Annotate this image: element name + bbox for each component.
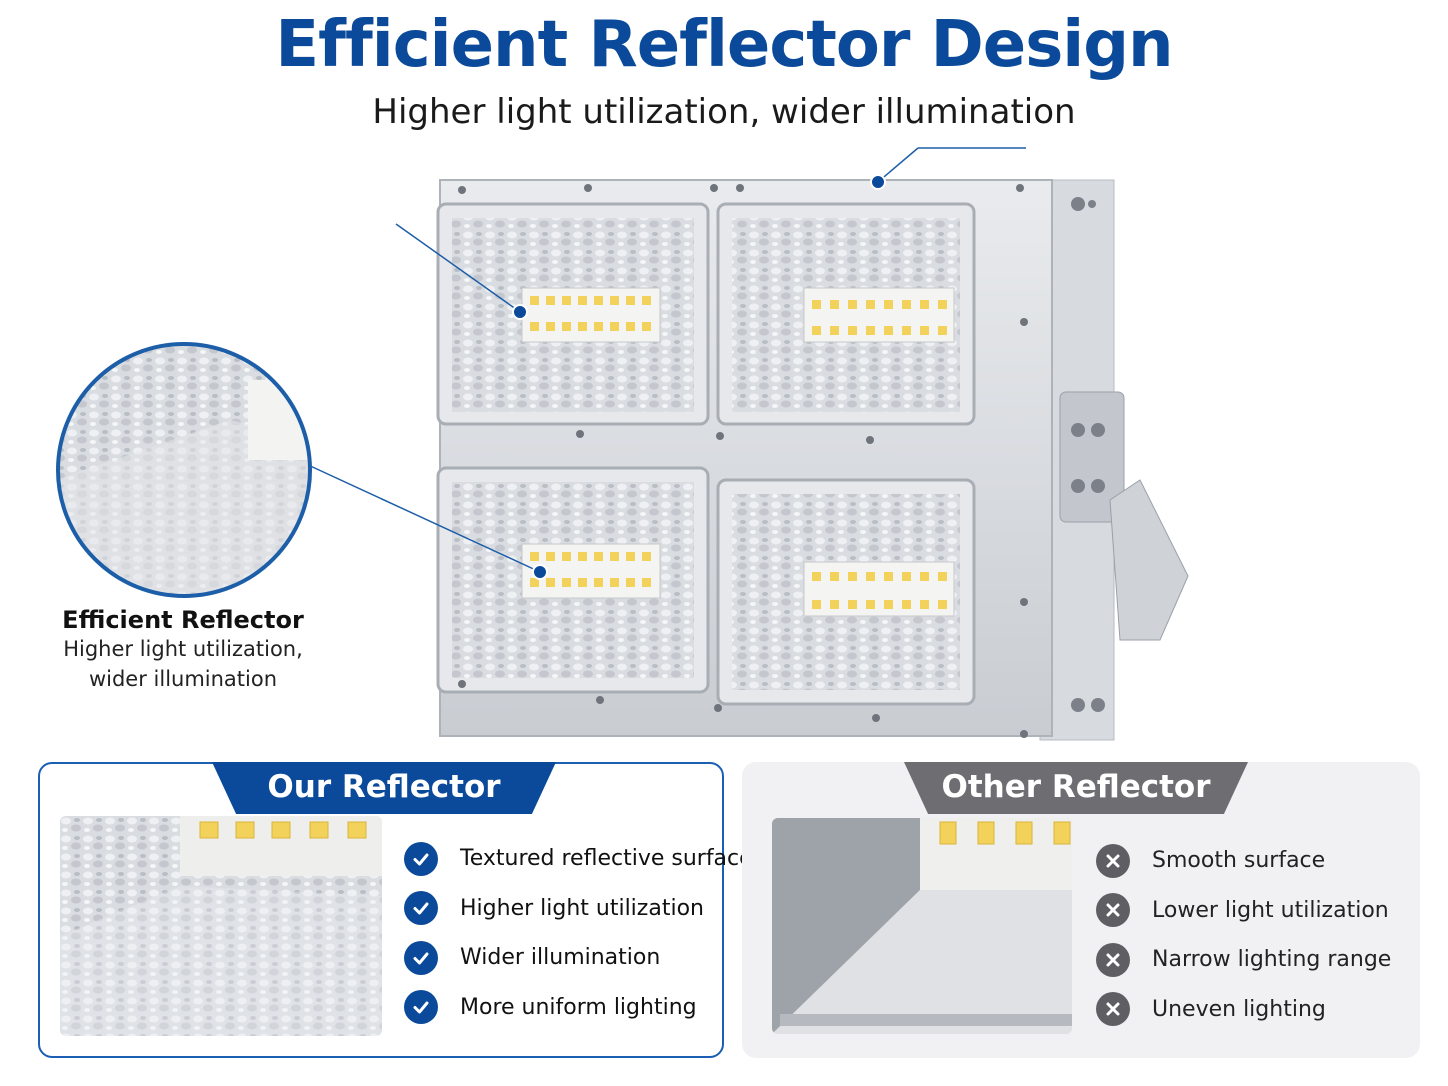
x-icon [1096, 893, 1130, 928]
list-item: More uniform lighting [404, 983, 753, 1033]
check-icon [404, 891, 438, 926]
feature-label: Lower light utilization [1152, 897, 1389, 923]
x-icon [1096, 992, 1130, 1027]
feature-label: Smooth surface [1152, 848, 1326, 874]
callout-line-1: Higher light utilization, [63, 637, 303, 661]
list-item: Textured reflective surface [404, 834, 753, 884]
x-icon [1096, 843, 1130, 878]
list-item: Narrow lighting range [1096, 935, 1391, 985]
callout-heading: Efficient Reflector [62, 606, 304, 634]
our-reflector-title: Our Reflector [212, 762, 556, 814]
our-reflector-panel: Our Reflector Textured reflective surfac… [38, 762, 753, 1058]
other-reflector-panel: Other Reflector Smooth surface Lower lig… [742, 762, 1420, 1058]
other-feature-list: Smooth surface Lower light utilization N… [1096, 836, 1391, 1034]
list-item: Smooth surface [1096, 836, 1391, 886]
page-subtitle: Higher light utilization, wider illumina… [372, 92, 1076, 132]
feature-label: Narrow lighting range [1152, 947, 1392, 973]
our-feature-list: Textured reflective surface Higher light… [404, 834, 753, 1032]
floodlight-product-image [56, 147, 1189, 741]
list-item: Lower light utilization [1096, 886, 1391, 936]
list-item: Uneven lighting [1096, 985, 1391, 1035]
textured-reflector-image [60, 816, 382, 1036]
check-icon [404, 940, 438, 975]
reflector-callout: Efficient Reflector Higher light utiliza… [30, 606, 336, 694]
page-title: Efficient Reflector Design [275, 8, 1173, 82]
check-icon [404, 841, 438, 876]
other-reflector-title: Other Reflector [904, 762, 1248, 814]
list-item: Higher light utilization [404, 884, 753, 934]
feature-label: Higher light utilization [460, 895, 704, 921]
smooth-reflector-image [772, 818, 1072, 1034]
feature-label: More uniform lighting [460, 994, 697, 1020]
check-icon [404, 990, 438, 1025]
feature-label: Uneven lighting [1152, 996, 1326, 1022]
feature-label: Textured reflective surface [460, 846, 753, 872]
list-item: Wider illumination [404, 933, 753, 983]
callout-line-2: wider illumination [88, 667, 278, 691]
x-icon [1096, 942, 1130, 977]
feature-label: Wider illumination [460, 945, 661, 971]
